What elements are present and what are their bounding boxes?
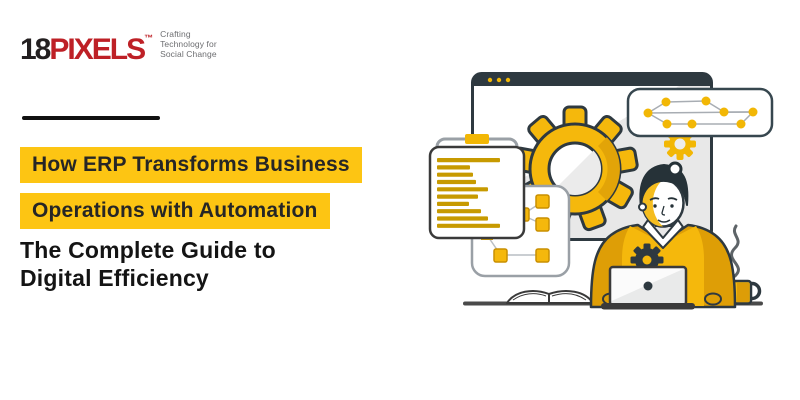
logo-wordmark: 18PIXELS™ — [20, 20, 153, 68]
headline-line-1: How ERP Transforms Business — [20, 147, 362, 183]
logo-suffix: PIXELS — [49, 33, 146, 66]
collar — [642, 219, 684, 249]
eye-right — [670, 204, 674, 208]
tagline-line-1: Crafting — [160, 29, 191, 39]
erp-illustration — [428, 72, 774, 310]
brow-right — [667, 197, 678, 201]
face-shade — [642, 179, 663, 227]
ear — [638, 202, 647, 212]
code-lines — [437, 158, 500, 228]
subtitle: The Complete Guide to Digital Efficiency — [20, 236, 276, 292]
tagline-line-2: Technology for — [160, 39, 217, 49]
laptop-icon — [601, 265, 695, 310]
steam — [730, 224, 740, 278]
page-title: How ERP Transforms Business Operations w… — [20, 147, 362, 239]
trademark-symbol: ™ — [144, 33, 154, 43]
code-document-icon — [428, 134, 526, 240]
nose — [661, 205, 666, 216]
node-graph-bubble-icon — [626, 87, 774, 138]
logo: 18PIXELS™ Crafting Technology for Social… — [20, 20, 217, 68]
logo-prefix: 18 — [20, 33, 51, 66]
brow-left — [649, 197, 660, 201]
eye-left — [653, 204, 657, 208]
mouth — [657, 219, 671, 223]
open-book-icon — [506, 290, 594, 304]
hand-right — [704, 292, 722, 306]
tagline-line-3: Social Change — [160, 49, 217, 59]
accent-divider-line — [22, 116, 160, 120]
subtitle-line-1: The Complete Guide to — [20, 237, 276, 263]
headline-line-2: Operations with Automation — [20, 193, 330, 229]
subtitle-line-2: Digital Efficiency — [20, 265, 209, 291]
hair-curl — [667, 161, 683, 177]
logo-tagline: Crafting Technology for Social Change — [160, 29, 217, 59]
